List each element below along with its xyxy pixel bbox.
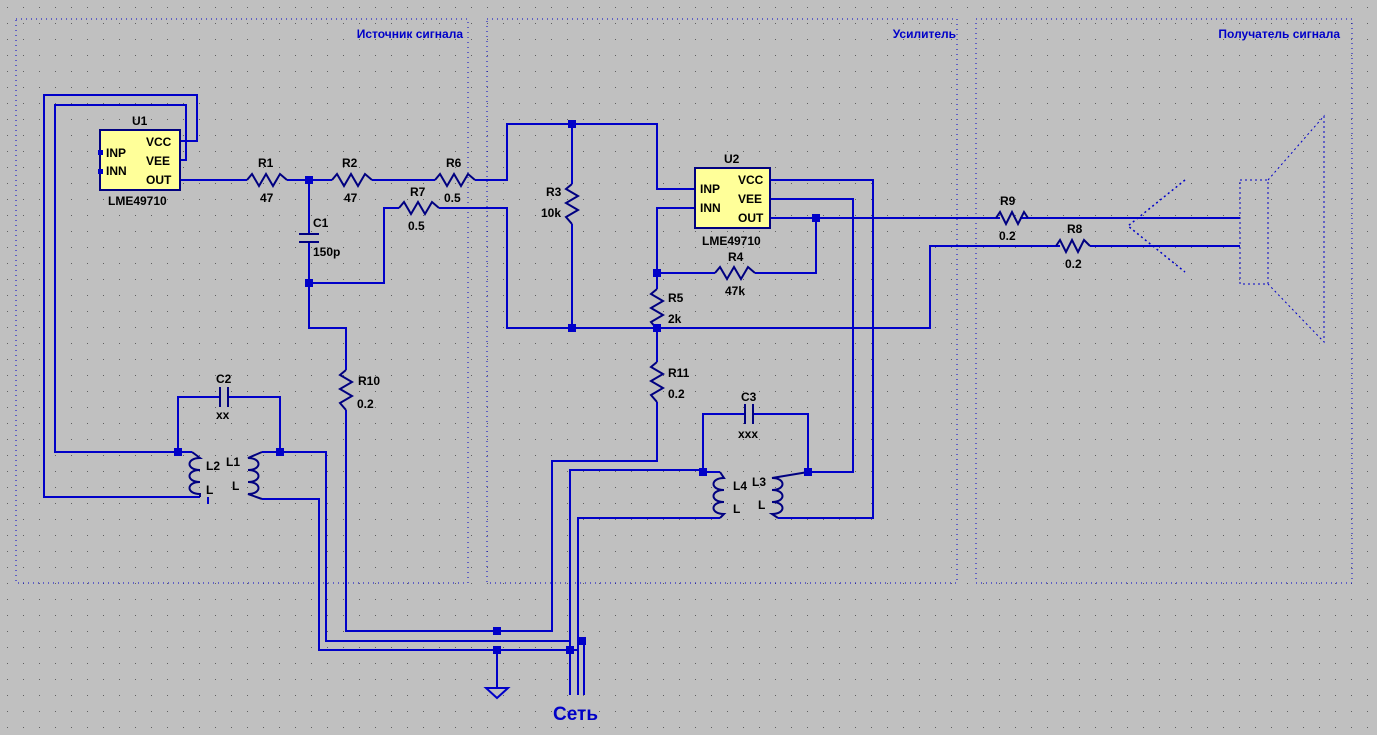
resistor-r2[interactable]: R2 47 (331, 156, 373, 205)
block-source-title: Источник сигнала (357, 27, 464, 41)
resistor-r8[interactable]: R8 0.2 (1055, 222, 1091, 271)
r5-ref: R5 (668, 291, 684, 305)
block-amplifier: Усилитель (486, 18, 958, 584)
resistor-r5[interactable]: R5 2k (649, 288, 684, 330)
block-receiver-title: Получатель сигнала (1218, 27, 1340, 41)
inductor-l1[interactable]: L1 L (226, 451, 263, 500)
u1-pin-inp: INP (106, 146, 126, 160)
net-label: Сеть (553, 704, 598, 725)
l1-ref: L1 (226, 455, 240, 469)
ic-u2[interactable]: U2 LME49710 INP INN VCC VEE OUT (694, 152, 771, 248)
u2-pin-vcc: VCC (738, 173, 764, 187)
r8-value: 0.2 (1065, 257, 1082, 271)
c3-ref: C3 (741, 390, 757, 404)
l1-value: L (232, 479, 239, 493)
capacitor-c3[interactable]: C3 xxx (738, 390, 758, 441)
l3-value: L (758, 498, 765, 512)
c2-ref: C2 (216, 372, 232, 386)
resistor-r3[interactable]: R3 10k (541, 183, 580, 225)
l3-ref: L3 (752, 475, 766, 489)
r3-ref: R3 (546, 185, 562, 199)
resistor-r6[interactable]: R6 0.5 (434, 156, 476, 205)
r8-ref: R8 (1067, 222, 1083, 236)
inductor-l4[interactable]: L4 L (712, 471, 748, 519)
u2-pin-out: OUT (738, 211, 764, 225)
r10-ref: R10 (358, 374, 380, 388)
u1-part: LME49710 (108, 194, 167, 208)
junctions (174, 120, 820, 654)
r4-ref: R4 (728, 250, 744, 264)
r2-ref: R2 (342, 156, 358, 170)
l2-value: L (206, 483, 213, 497)
r2-value: 47 (344, 191, 358, 205)
resistor-r7[interactable]: R7 0.5 (398, 185, 440, 233)
r6-ref: R6 (446, 156, 462, 170)
resistor-r10[interactable]: R10 0.2 (338, 369, 380, 411)
r4-value: 47k (725, 284, 745, 298)
block-source: Источник сигнала (15, 18, 469, 584)
u1-pin-out: OUT (146, 173, 172, 187)
inductor-l3[interactable]: L3 L (752, 471, 809, 519)
r11-value: 0.2 (668, 387, 685, 401)
block-receiver: Получатель сигнала (975, 18, 1353, 584)
block-amplifier-title: Усилитель (893, 27, 956, 41)
l4-ref: L4 (733, 479, 747, 493)
u1-pin-vee: VEE (146, 154, 170, 168)
resistor-r1[interactable]: R1 47 (246, 156, 288, 205)
c1-ref: C1 (313, 216, 329, 230)
c3-value: xxx (738, 427, 758, 441)
u2-pin-vee: VEE (738, 192, 762, 206)
u1-pin-inn: INN (106, 164, 127, 178)
r7-value: 0.5 (408, 219, 425, 233)
speaker-icon (1126, 114, 1325, 344)
r9-value: 0.2 (999, 229, 1016, 243)
u2-pin-inp: INP (700, 182, 720, 196)
c2-value: xx (216, 408, 230, 422)
r10-value: 0.2 (357, 397, 374, 411)
capacitor-c1[interactable]: C1 150p (299, 216, 340, 259)
r6-value: 0.5 (444, 191, 461, 205)
u1-pin-vcc: VCC (146, 135, 172, 149)
r7-ref: R7 (410, 185, 426, 199)
r11-ref: R11 (668, 366, 690, 380)
l4-value: L (733, 502, 740, 516)
u2-pin-inn: INN (700, 201, 721, 215)
ic-u1[interactable]: U1 LME49710 INP INN VCC VEE OUT (98, 114, 181, 208)
l2-ref: L2 (206, 459, 220, 473)
capacitor-c2[interactable]: C2 xx (216, 372, 232, 422)
resistor-r9[interactable]: R9 0.2 (995, 194, 1029, 243)
r9-ref: R9 (1000, 194, 1016, 208)
r1-value: 47 (260, 191, 274, 205)
r3-value: 10k (541, 206, 561, 220)
u2-ref: U2 (724, 152, 740, 166)
resistor-r11[interactable]: R11 0.2 (649, 361, 690, 403)
c1-value: 150p (313, 245, 340, 259)
u1-ref: U1 (132, 114, 148, 128)
r5-value: 2k (668, 312, 682, 326)
u2-part: LME49710 (702, 234, 761, 248)
inductor-l2[interactable]: L2 L (188, 451, 221, 497)
ground-icon (483, 687, 511, 700)
r1-ref: R1 (258, 156, 274, 170)
resistor-r4[interactable]: R4 47k (714, 250, 756, 298)
